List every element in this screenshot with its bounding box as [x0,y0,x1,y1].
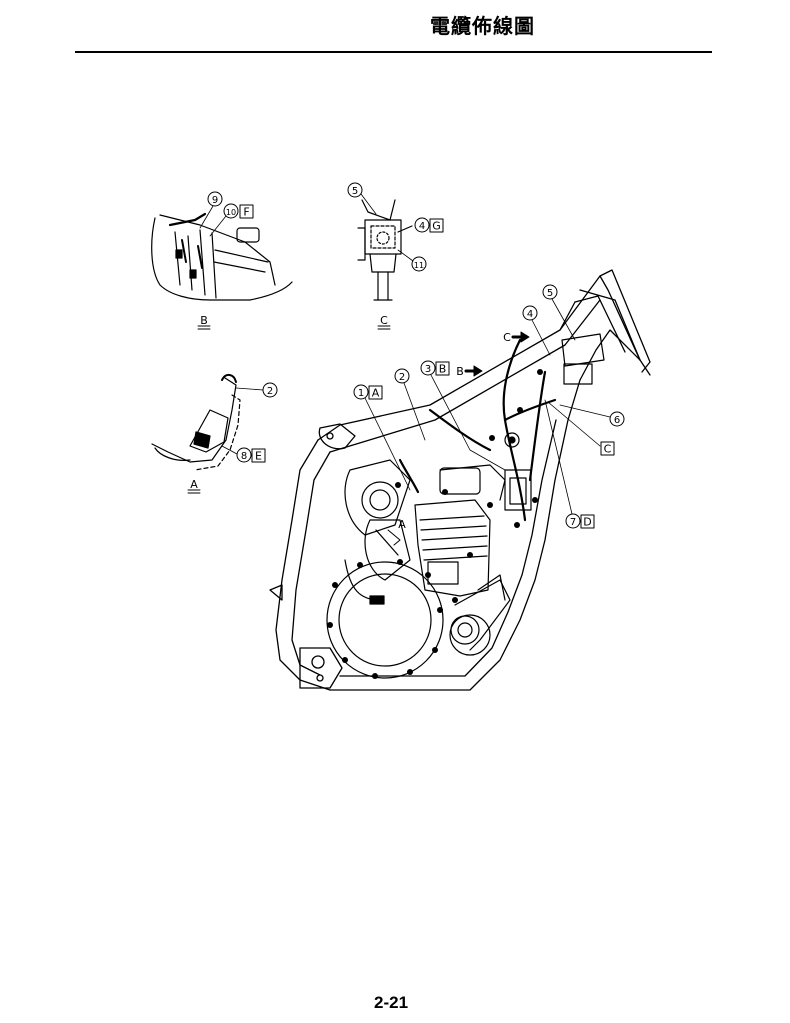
view-b-label: B [200,314,208,327]
view-b-callout-10: 10 [226,208,236,217]
motorcycle-frame [269,269,651,691]
view-c-label: C [380,314,388,327]
callout-9 [199,191,223,229]
box-main-c [547,401,615,456]
view-c-underline [377,325,391,330]
view-c-callout-11: 11 [414,261,424,270]
main-arrow-c-label: C [503,331,511,344]
callout-c4 [414,217,444,233]
view-c-callout-4: 4 [419,221,425,232]
callout-a2 [235,382,278,398]
view-a-underline [187,489,201,494]
view-b-callout-10-box: F [243,206,249,219]
main-arrow-b-label: B [456,365,464,378]
view-a-callout-2: 2 [267,386,273,397]
view-b-drawing [151,212,293,301]
page-number: 2-21 [374,993,409,1012]
arrow-b [464,365,483,377]
view-c-callout-4-box: G [432,220,441,233]
callout-main-1 [353,384,411,491]
callout-c5 [347,182,377,215]
view-b-underline [197,325,211,330]
callout-c11 [397,249,427,272]
view-a-callout-8-box: E [255,450,262,463]
view-a-callout-8: 8 [241,451,247,462]
header-rule [75,51,712,53]
main-callout-6: 6 [614,415,620,426]
callout-main-2 [394,368,426,441]
callout-main-5 [542,284,576,341]
main-callout-7: 7 [570,517,576,528]
callout-10 [209,203,254,237]
main-callout-3-box: B [439,363,447,376]
main-callout-1: 1 [358,388,364,399]
callout-main-6 [559,404,625,427]
page-title: 電纜佈線圖 [430,14,535,38]
main-callout-2: 2 [399,372,405,383]
main-callout-7-box: D [583,516,591,529]
arrow-c [511,331,530,343]
view-a-drawing [151,374,241,471]
view-c-drawing [357,199,413,301]
main-view-a-marker [387,529,401,546]
main-callout-3: 3 [425,364,431,375]
main-callout-5: 5 [547,288,553,299]
main-box-c: C [604,443,612,456]
engine [326,333,605,679]
callout-main-7 [544,399,595,529]
main-callout-1-box: A [372,387,380,400]
main-view-a-label: A [398,518,406,531]
callout-main-3 [420,360,506,471]
callout-main-4 [522,305,551,356]
main-callout-4: 4 [527,309,533,320]
wiring-harness [398,338,557,522]
view-c-callout-5: 5 [352,186,358,197]
callout-a8 [221,445,266,463]
view-b-callout-9: 9 [212,195,218,206]
view-a-label: A [190,478,198,491]
